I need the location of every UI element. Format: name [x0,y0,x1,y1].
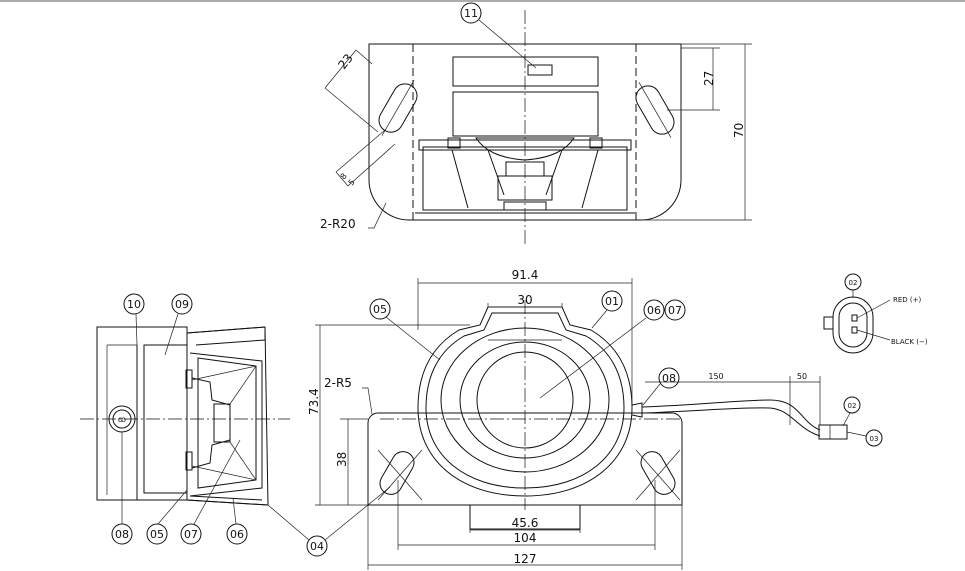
dim-line-23 [324,49,357,89]
cone-top [475,137,575,161]
magnet [497,175,553,201]
side-top-edge [186,326,266,346]
dim-slot-offset: 27 [702,71,716,86]
front-bottom-tab [469,504,581,530]
side-tab-top [185,369,193,389]
part-05-front-label: 05 [373,303,387,316]
magnet-block [452,91,599,137]
connector-detail: 02 RED (+) BLACK (−) [823,273,928,354]
side-voice-coil [213,403,231,443]
leader-05-front [385,316,441,361]
label-plate [527,64,553,76]
connector-latch [823,316,834,330]
dim-slot-width-5: 5 [347,178,357,188]
slot-left [378,80,418,136]
balloon-01 [601,290,623,312]
balloon-02-cable [843,396,861,414]
flange-tab-right [589,137,603,149]
leader-01 [591,309,608,329]
balloon-05 [146,523,168,545]
balloon-06 [226,523,248,545]
slot-right [635,82,675,138]
balloon-06-front [643,299,665,321]
magnet-base [503,201,547,211]
balloon-04 [306,535,328,557]
front-slot-left [379,451,415,495]
side-view: ꝏ 10 09 08 05 07 06 04 [80,293,391,557]
part-01-label: 01 [605,295,619,308]
balloon-03 [865,429,883,447]
speaker-flange [418,139,632,151]
part-10-label: 10 [127,298,141,311]
part-11-label: 11 [464,7,478,20]
balloon-11 [460,2,482,24]
side-speaker-outline [189,352,263,497]
cable-upper [641,399,821,431]
part-06-front-label: 06 [647,304,661,317]
front-slot-right [640,451,676,495]
dim-line-8 [335,171,349,187]
top-block [452,56,599,87]
side-tab-bottom [185,451,193,471]
dim-bottom-tab: 45.6 [512,516,539,530]
dim-height-front: 73.4 [307,388,321,415]
balloon-05-front [369,298,391,320]
basket-legs [451,149,599,209]
flange-tab-left [447,137,461,149]
part-09-label: 09 [175,298,189,311]
leader-08-front [642,383,661,406]
leader-r5 [362,387,373,415]
side-connector-mark: ꝏ [118,415,126,424]
balloon-08-front [658,367,680,389]
leader-11 [478,19,537,69]
radius-note-r20: 2-R20 [320,217,356,231]
pin-black [851,326,858,334]
part-08-label: 08 [115,528,129,541]
speaker-basket [422,146,628,211]
dim-base-width: 127 [514,552,537,566]
part-06-label: 06 [230,528,244,541]
front-housing [417,306,633,497]
cable-lower [641,407,821,437]
part-04-label: 04 [310,540,324,553]
top-view: 23 8 5 27 70 2-R20 11 [320,2,752,245]
dim-width: 91.4 [512,268,539,282]
red-wire-label: RED (+) [893,296,921,304]
leader-r20 [368,202,387,229]
balloon-07-front [664,299,686,321]
part-03-label: 03 [870,435,879,443]
dim-slot-height: 38 [335,452,349,467]
cable-length: 150 [708,372,723,381]
balloon-09 [171,293,193,315]
cone-lines [487,149,563,196]
part-07-label: 07 [184,528,198,541]
black-wire-label: BLACK (−) [891,338,928,346]
leader-04-front [324,486,391,541]
part-05-label: 05 [150,528,164,541]
leader-04-side [267,504,310,541]
dim-slot-width: 8 [339,172,349,182]
dim-height: 70 [732,123,746,138]
connector-detail-label: 02 [849,279,858,287]
leader-0607 [539,317,647,399]
part-08-front-label: 08 [662,372,676,385]
part-07-front-label: 07 [668,304,682,317]
front-view: 91.4 30 73.4 38 2-R5 45.6 104 127 [307,268,883,570]
radius-note-r5: 2-R5 [324,376,352,390]
dim-hole-spacing: 104 [514,531,537,545]
cable-connector [818,424,848,440]
connector-length: 50 [797,372,807,381]
balloon-07 [180,523,202,545]
dim-top-tab: 30 [517,293,532,307]
pin-red [851,314,858,322]
part-02-cable-label: 02 [848,402,857,410]
side-cone [197,357,257,489]
connector-housing-inner [838,302,868,348]
cable-exit [631,402,643,418]
balloon-10 [123,293,145,315]
